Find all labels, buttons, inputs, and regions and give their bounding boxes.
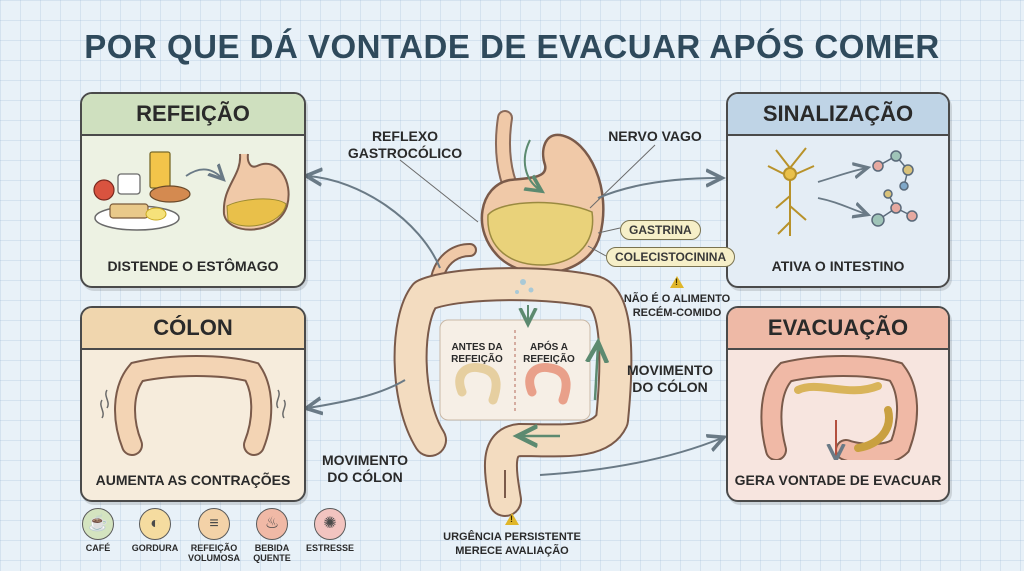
trigger-bebida-quente: ♨ BEBIDA QUENTE [240, 508, 304, 563]
molecule-icon-1 [872, 150, 914, 191]
warning-icon-bottom [505, 513, 519, 525]
cereal-bowl-icon [149, 185, 191, 203]
hot-cup-icon: ♨ [256, 508, 288, 540]
evacuation-illustration [760, 355, 919, 460]
panel-sinalizacao-title: SINALIZAÇÃO [728, 94, 948, 136]
panel-evacuacao-caption: GERA VONTADE DE EVACUAR [734, 472, 942, 488]
burger-icon: ≡ [198, 508, 230, 540]
panel-refeicao-caption: DISTENDE O ESTÔMAGO [107, 258, 279, 274]
meal-illustration [93, 151, 290, 231]
arrow-to-evac [539, 438, 722, 476]
juice-glass-icon [149, 151, 171, 189]
label-colecistocinina: COLECISTOCININA [606, 247, 736, 267]
label-gastrina: GASTRINA [620, 220, 701, 240]
arrow-to-sinal [597, 178, 720, 199]
neuron-icon [767, 147, 815, 236]
label-nervo-vago: NERVO VAGO [608, 128, 702, 144]
brain-icon: ✺ [314, 508, 346, 540]
apple-icon [93, 179, 115, 201]
colon-illustration [100, 355, 286, 456]
coffee-icon: ☕ [82, 508, 114, 540]
arrow-to-refeicao [308, 176, 441, 269]
page-title: POR QUE DÁ VONTADE DE EVACUAR APÓS COMER [84, 28, 940, 65]
panel-colon-title: CÓLON [82, 308, 304, 350]
stomach-contents [487, 201, 594, 266]
trigger-cafe: ☕ CAFÉ [66, 508, 130, 553]
panel-sinalizacao-caption: ATIVA O INTESTINO [771, 258, 905, 274]
oil-drop-icon: ◐ [139, 508, 171, 540]
warning-icon-top [670, 276, 684, 288]
panel-sinalizacao: SINALIZAÇÃO ATIVA O INTESTINO [726, 92, 950, 288]
trigger-estresse: ✺ ESTRESSE [298, 508, 362, 553]
panel-evacuacao: EVACUAÇÃO GERA VONTADE DE EVACUAR [726, 306, 950, 502]
panel-colon: CÓLON AUMENTA AS CONTRAÇÕES [80, 306, 306, 502]
coffee-cup-icon [117, 173, 141, 195]
trigger-refeicao-volumosa: ≡ REFEIÇÃO VOLUMOSA [182, 508, 246, 563]
trigger-gordura: ◐ GORDURA [123, 508, 187, 553]
neuron-illustration [767, 147, 918, 236]
panel-refeicao-title: REFEIÇÃO [82, 94, 304, 136]
molecule-icon-2 [871, 189, 918, 227]
arrow-to-colon [308, 379, 406, 408]
panel-evacuacao-title: EVACUAÇÃO [728, 308, 948, 350]
panel-colon-caption: AUMENTA AS CONTRAÇÕES [95, 472, 291, 488]
panel-refeicao: REFEIÇÃO DISTENDE O ESTÔMAGO [80, 92, 306, 288]
